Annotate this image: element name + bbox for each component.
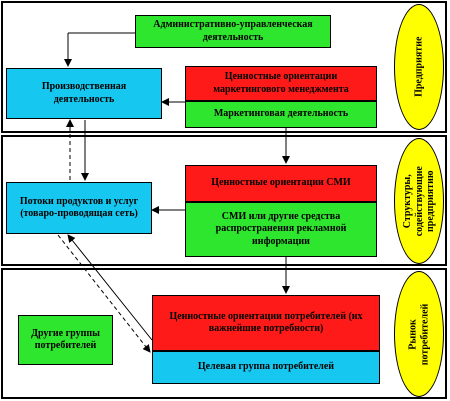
media-values-box: Ценностные ориентации СМИ xyxy=(185,165,377,202)
media-structures-label: Структуры, содействующие предприятию xyxy=(394,138,444,264)
consumer-values-box: Ценностные ориентации потребителей (их в… xyxy=(152,295,380,351)
admin-activity-box: Административно-управленческая деятельно… xyxy=(135,15,331,48)
marketing-activity-box: Маркетинговая деятельность xyxy=(185,101,377,128)
arrow-flows-to-consumers-dashed xyxy=(57,234,151,353)
product-flows-box: Потоки продуктов и услуг (товаро-проводя… xyxy=(6,182,152,234)
consumer-market-label-text: Рынок потребителей xyxy=(407,303,431,365)
arrow-consumers-to-flows xyxy=(67,234,153,341)
enterprise-label-text: Предприятие xyxy=(413,36,425,98)
enterprise-label: Предприятие xyxy=(394,4,444,130)
media-box: СМИ или другие средства распространения … xyxy=(185,202,377,257)
consumer-market-label: Рынок потребителей xyxy=(394,271,444,397)
target-group-box: Целевая группа потребителей xyxy=(152,351,380,384)
production-activity-box: Производственная деятельность xyxy=(6,68,162,119)
other-consumer-groups-box: Другие группы потребителей xyxy=(18,315,113,365)
media-structures-label-text: Структуры, содействующие предприятию xyxy=(401,165,436,237)
marketing-values-box: Ценностные ориентации маркетингового мен… xyxy=(185,66,377,101)
